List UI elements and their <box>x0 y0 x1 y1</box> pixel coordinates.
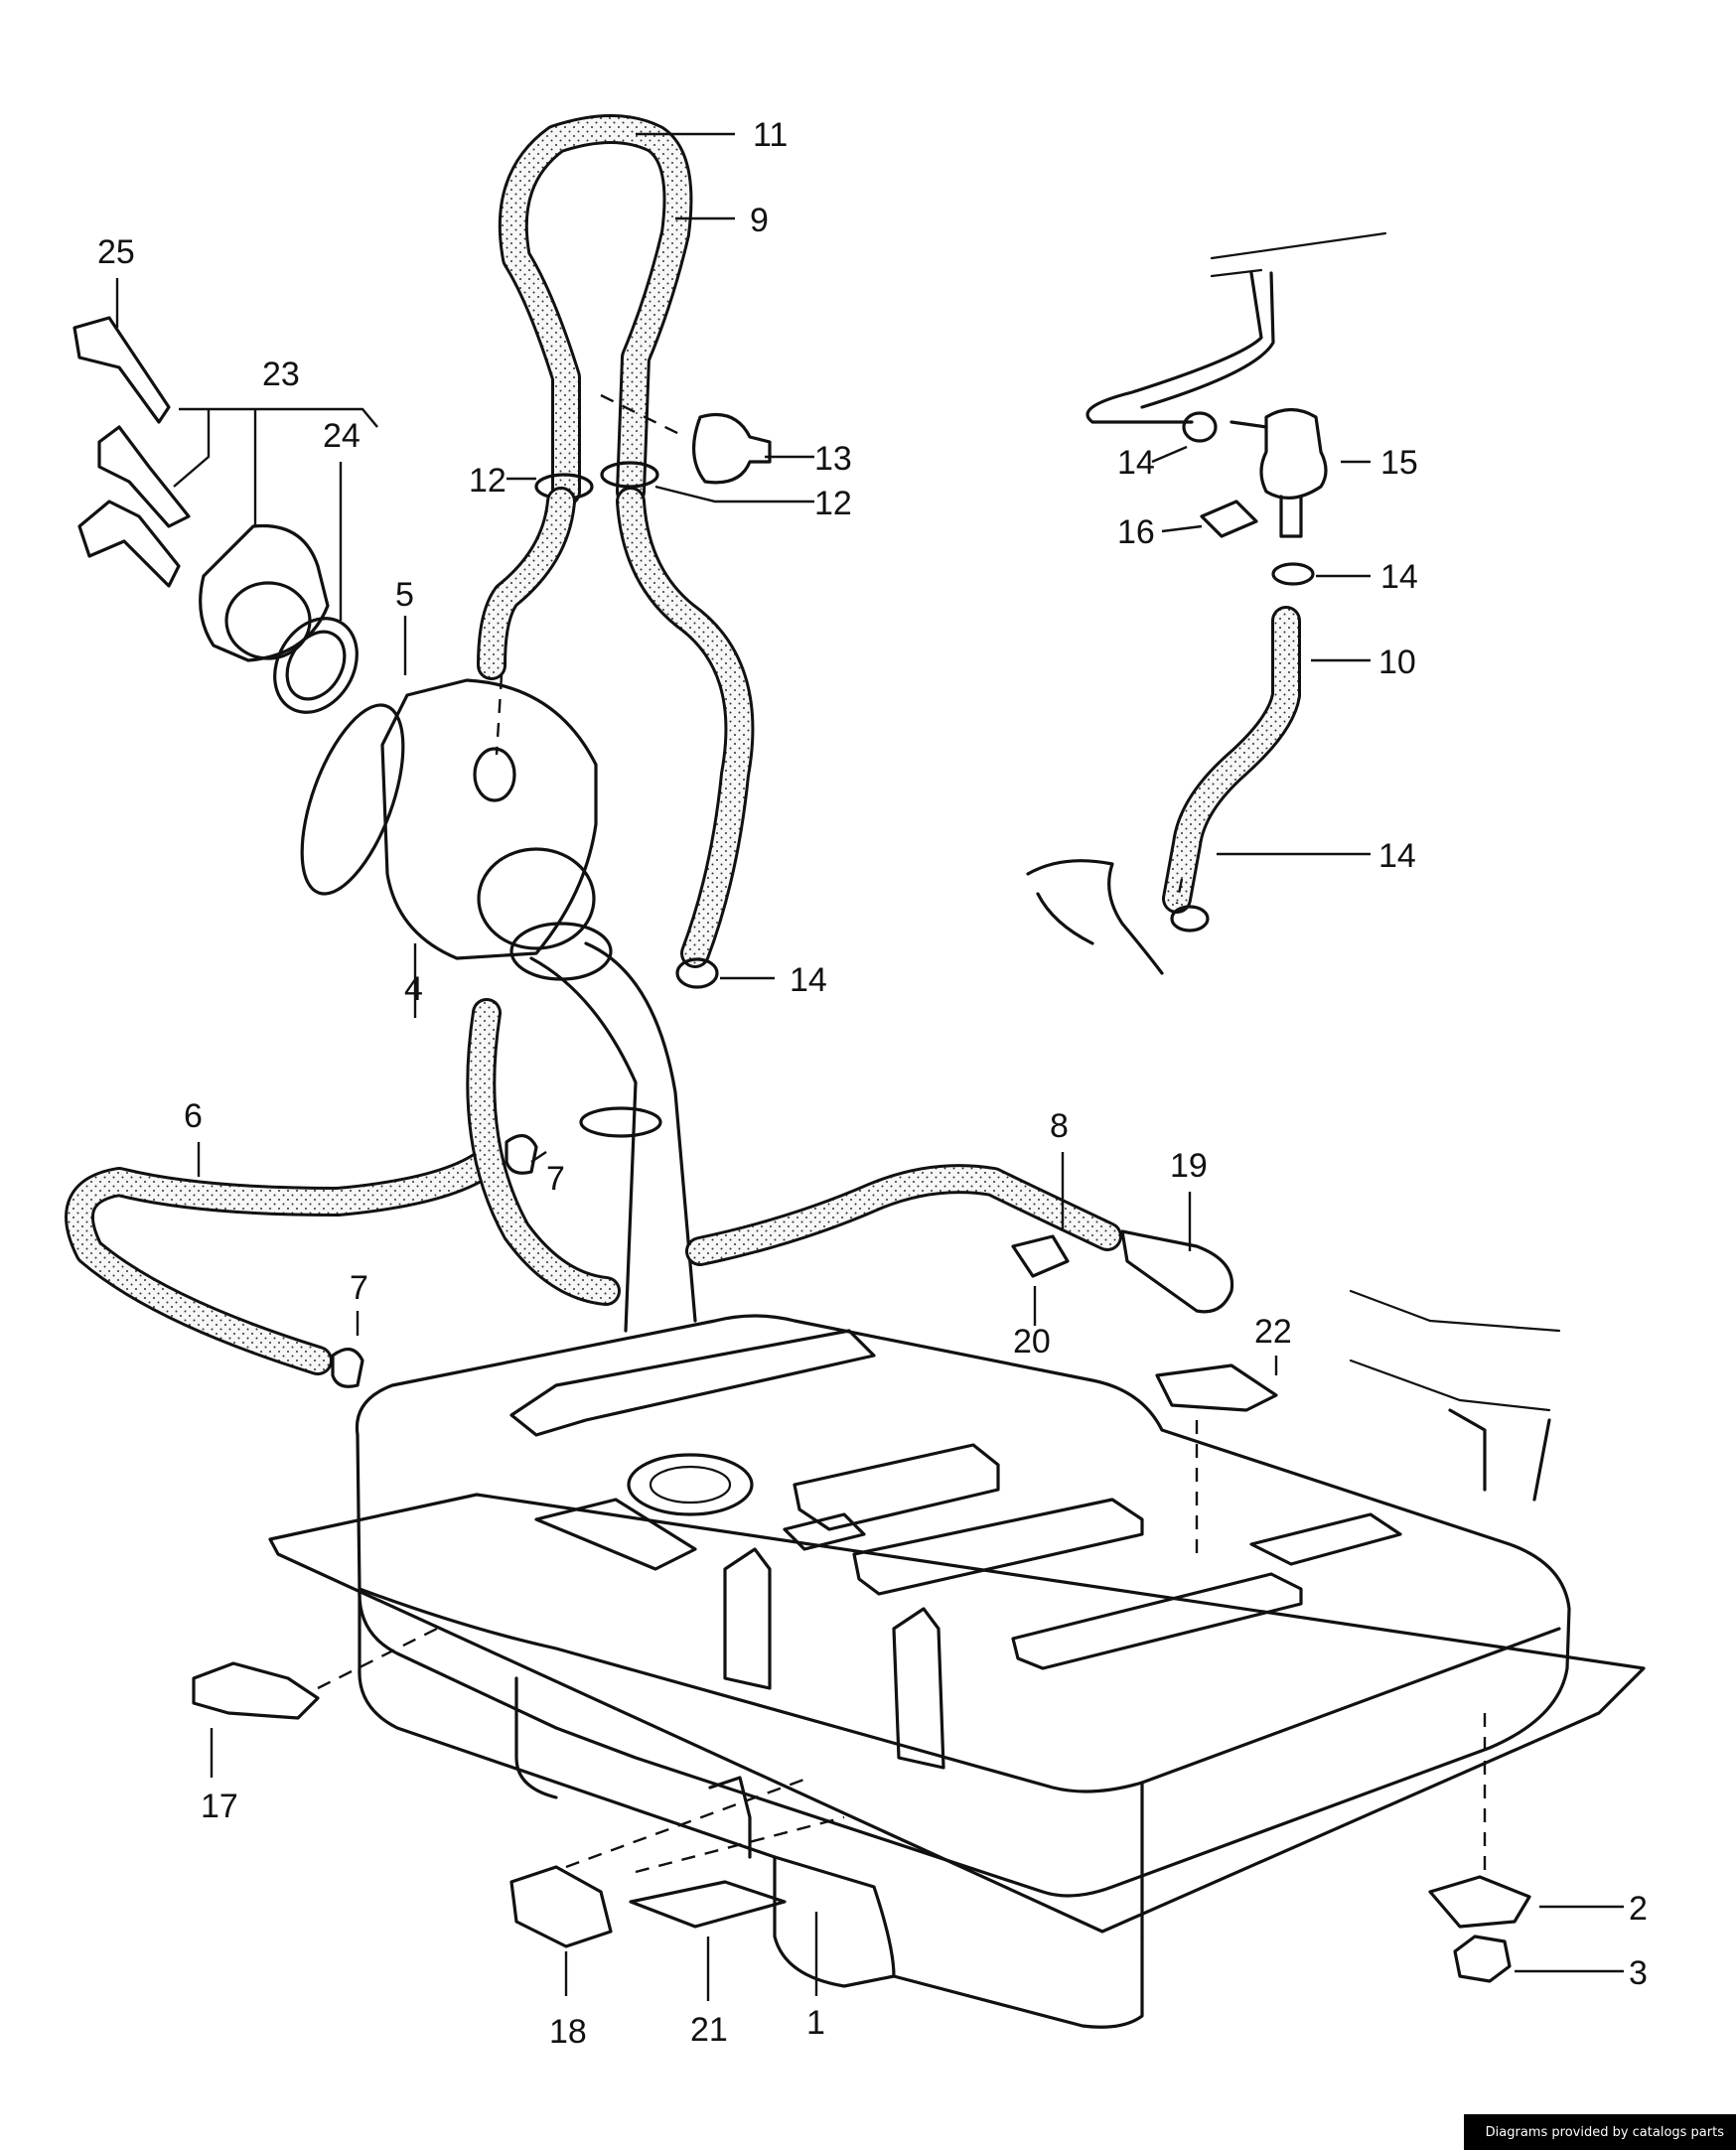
callout-1: 1 <box>806 2004 825 2042</box>
filler-neck-pipe <box>509 922 697 1333</box>
hose-sleeve <box>1120 1229 1234 1314</box>
edge-clip <box>192 1661 320 1720</box>
mounting-bracket <box>509 1865 613 1948</box>
callout-9: 9 <box>750 202 769 239</box>
key-set <box>72 316 191 588</box>
callout-7-lower: 7 <box>350 1269 368 1307</box>
hex-nut <box>1453 1935 1512 1983</box>
callout-18: 18 <box>549 2013 587 2051</box>
fuel-cap <box>199 523 330 662</box>
callout-19: 19 <box>1170 1147 1208 1185</box>
callout-14-mid: 14 <box>1380 558 1418 596</box>
callout-14-filler: 14 <box>790 961 827 999</box>
callout-2: 2 <box>1629 1890 1648 1928</box>
callout-17: 17 <box>201 1788 238 1825</box>
callout-23: 23 <box>262 356 300 393</box>
callout-16: 16 <box>1117 513 1155 551</box>
sealing-ring <box>300 703 405 896</box>
callout-14-top: 14 <box>1117 444 1155 482</box>
callout-12-right: 12 <box>814 485 852 522</box>
hose-clip-upper <box>505 1134 538 1175</box>
vent-valve <box>1230 407 1328 538</box>
callout-13: 13 <box>814 440 852 478</box>
foam-pad-lower <box>629 1880 787 1929</box>
callout-22: 22 <box>1254 1313 1292 1351</box>
credit-banner: Diagrams provided by catalogs parts <box>1463 2114 1736 2150</box>
fuel-tank <box>268 1314 1646 2029</box>
callout-20: 20 <box>1013 1323 1051 1361</box>
callout-7-upper: 7 <box>546 1160 565 1198</box>
callout-11: 11 <box>753 116 788 154</box>
callout-8: 8 <box>1050 1107 1069 1145</box>
callout-14-low: 14 <box>1378 837 1416 875</box>
vent-hoses <box>65 114 1301 1375</box>
leader-lines <box>115 132 1624 2001</box>
foam-pad-upper <box>1155 1363 1278 1412</box>
callout-4: 4 <box>404 970 423 1008</box>
hose-clamp-3 <box>1170 905 1210 932</box>
callout-21: 21 <box>690 2011 728 2049</box>
body-reference-lines <box>1026 231 1561 1502</box>
filler-housing <box>380 678 598 960</box>
callout-5: 5 <box>395 576 414 614</box>
callout-12-left: 12 <box>469 462 506 500</box>
callout-3: 3 <box>1629 1954 1648 1992</box>
valve <box>691 412 772 485</box>
alignment-lines <box>317 393 1487 1874</box>
callout-labels: 11 9 25 23 24 5 12 12 13 14 15 16 14 10 … <box>97 116 1648 2051</box>
callout-10: 10 <box>1378 644 1416 681</box>
callout-6: 6 <box>184 1097 203 1135</box>
hose-clamp-2 <box>1271 562 1315 586</box>
callout-15: 15 <box>1380 444 1418 482</box>
retaining-clip <box>1011 1234 1070 1278</box>
hose-clip-lower <box>331 1348 364 1388</box>
hose-clamp-1 <box>1182 411 1218 443</box>
callout-24: 24 <box>323 417 361 455</box>
gasket <box>273 617 359 714</box>
hose-clamp-4 <box>675 957 719 989</box>
holder-clip <box>1200 500 1258 538</box>
callout-25: 25 <box>97 233 135 271</box>
bracket-plate <box>1428 1875 1531 1929</box>
